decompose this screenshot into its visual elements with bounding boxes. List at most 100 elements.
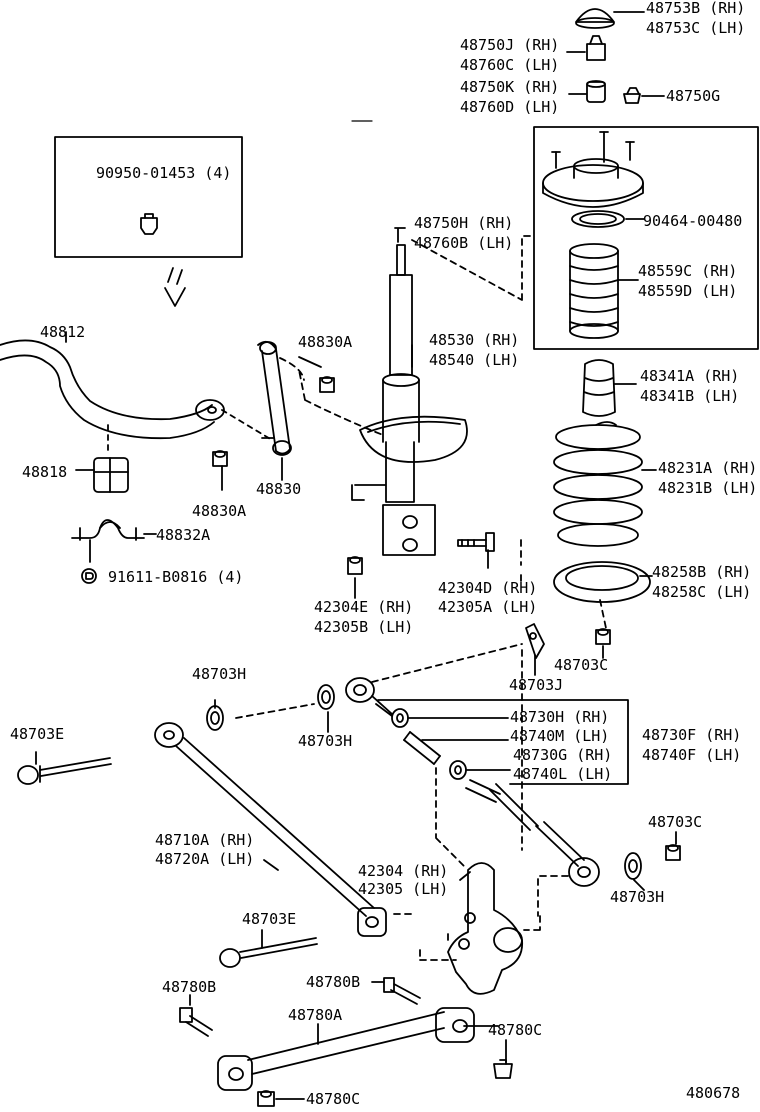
link-sleeve-icon <box>403 731 441 765</box>
insert-arrow-icon <box>164 267 186 307</box>
link-washer-icon <box>449 760 467 780</box>
drawing-number: 480678 <box>686 1084 740 1102</box>
part-label: 48830A <box>192 502 246 520</box>
mount-bushing-icon <box>586 80 606 103</box>
strut-nut-icon <box>347 556 363 575</box>
dashed-leader <box>411 235 531 303</box>
part-labels: 90950-01453 (4) 48753B (RH) 48753C (LH) … <box>10 0 757 1108</box>
mount-cap-icon <box>575 8 615 29</box>
part-label: 42305 (LH) <box>358 880 448 898</box>
part-label: 48753C (LH) <box>646 19 745 37</box>
part-label: 48812 <box>40 323 85 341</box>
part-label: 48830A <box>298 333 352 351</box>
nut-icon <box>493 1059 513 1079</box>
nut-icon <box>257 1090 275 1107</box>
adjust-plate-icon <box>525 623 545 659</box>
part-label: 48559C (RH) <box>638 262 737 280</box>
part-label: 48750K (RH) <box>460 78 559 96</box>
clip-icon <box>140 213 158 235</box>
part-label: 48540 (LH) <box>429 351 519 369</box>
dashed-leader <box>235 703 315 719</box>
long-bolt-icon <box>219 937 318 968</box>
dashed-leader <box>371 643 523 683</box>
part-label: 91611-B0816 (4) <box>108 568 243 586</box>
long-bolt-icon <box>17 757 112 785</box>
part-label: 48750J (RH) <box>460 36 559 54</box>
bracket-box-line <box>377 699 629 785</box>
flange-nut-icon <box>623 87 641 104</box>
leader-line <box>263 859 279 871</box>
part-label: 48780A <box>288 1006 342 1024</box>
bushing-bracket-icon <box>71 519 145 541</box>
part-label: 48818 <box>22 463 67 481</box>
bump-stopper-icon <box>582 359 616 417</box>
link-nut-icon <box>212 450 228 467</box>
leader-line <box>394 227 406 243</box>
part-label: 48703H <box>298 732 352 750</box>
dashed-leader <box>393 913 457 961</box>
dashed-leader <box>523 875 569 931</box>
part-label: 48730G (RH) <box>513 746 612 764</box>
washer-icon <box>206 705 224 731</box>
link-nut-icon <box>319 376 335 393</box>
link-washer-icon <box>391 708 409 728</box>
lateral-link-end-icon <box>345 677 393 717</box>
strut-bolt-icon <box>457 532 495 552</box>
part-label: 48780C <box>306 1090 360 1108</box>
part-label: 48753B (RH) <box>646 0 745 17</box>
leader-line <box>633 879 645 891</box>
part-label: 48830 <box>256 480 301 498</box>
trailing-arm-icon <box>154 722 387 937</box>
part-label: 48703C <box>648 813 702 831</box>
part-label: 48703C <box>554 656 608 674</box>
dashed-leader <box>279 357 384 436</box>
part-label: 48559D (LH) <box>638 282 737 300</box>
dashed-leader <box>520 539 607 629</box>
dust-boot-icon <box>569 243 619 339</box>
part-label: 48530 (RH) <box>429 331 519 349</box>
washer-icon <box>624 852 642 880</box>
part-label: 48231A (RH) <box>658 459 757 477</box>
part-label: 48341B (LH) <box>640 387 739 405</box>
part-label: 42305B (LH) <box>314 618 413 636</box>
part-label: 48730H (RH) <box>510 708 609 726</box>
part-label: 42304E (RH) <box>314 598 413 616</box>
part-label: 48231B (LH) <box>658 479 757 497</box>
dashed-leader <box>221 409 273 441</box>
lateral-link-rod-icon <box>465 779 600 887</box>
bearing-icon <box>571 210 625 228</box>
inset-part-label: 90950-01453 (4) <box>96 164 231 182</box>
leader-line <box>459 871 471 881</box>
bolt-mark-icon <box>81 568 97 584</box>
part-label: 48703J <box>509 676 563 694</box>
part-label: 48832A <box>156 526 210 544</box>
part-label: 48258C (LH) <box>652 583 751 601</box>
stabilizer-link-icon <box>257 340 292 456</box>
part-label: 48740L (LH) <box>513 765 612 783</box>
leader-line <box>298 356 322 368</box>
part-label: 42304D (RH) <box>438 579 537 597</box>
part-label: 42305A (LH) <box>438 598 537 616</box>
coil-spring-icon <box>553 421 643 547</box>
part-label: 48703E <box>242 910 296 928</box>
part-label: 48703H <box>192 665 246 683</box>
part-label: 48730F (RH) <box>642 726 741 744</box>
part-label: 48750H (RH) <box>414 214 513 232</box>
axle-carrier-icon <box>447 862 524 995</box>
short-bolt-icon <box>383 977 421 1005</box>
part-label: 48780B <box>306 973 360 991</box>
part-label: 48760B (LH) <box>414 234 513 252</box>
spring-insulator-icon <box>553 561 651 603</box>
part-label: 90464-00480 <box>643 212 742 230</box>
clip-inset-box <box>54 136 243 258</box>
dashed-leader <box>435 767 467 869</box>
support-kit-box <box>533 126 759 350</box>
washer-icon <box>317 684 335 710</box>
mount-nut-icon <box>586 35 606 61</box>
part-label: 48780B <box>162 978 216 996</box>
part-label: 48750G <box>666 87 720 105</box>
strut-support-icon <box>542 131 644 208</box>
part-label: 48720A (LH) <box>155 850 254 868</box>
lower-arm-icon <box>217 1007 475 1091</box>
